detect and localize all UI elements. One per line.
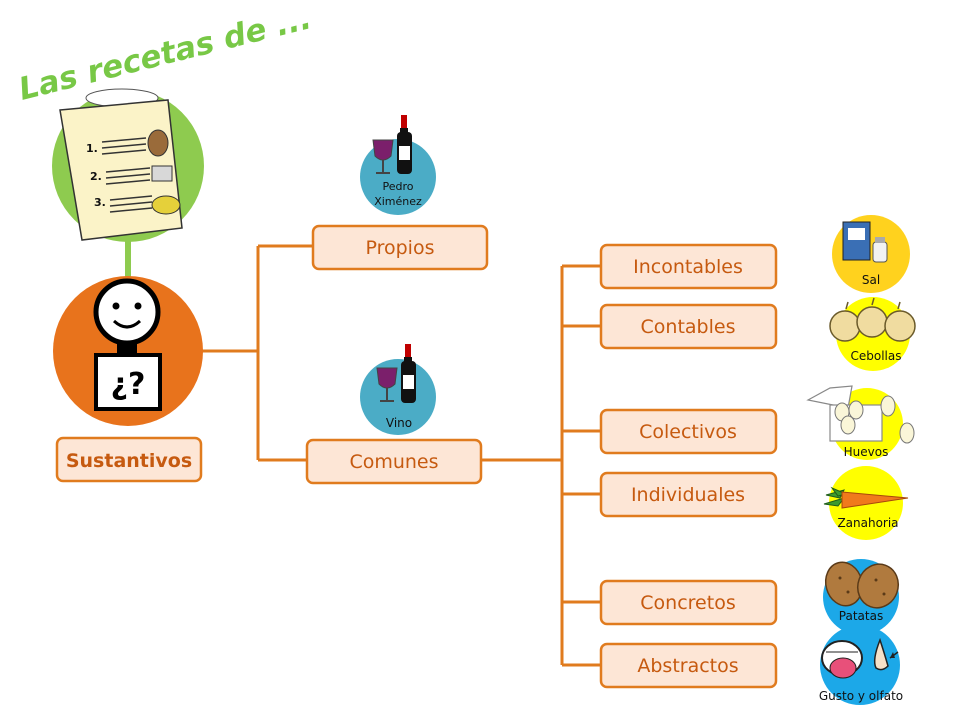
- node-comunes: Comunes: [305, 438, 483, 485]
- wine-bottle-icon: [397, 115, 412, 174]
- connectors: [125, 240, 601, 667]
- picto-pedro-ximenez: Pedro Ximénez: [360, 115, 436, 215]
- potato-icon: [824, 561, 899, 609]
- question-sign-text: ¿?: [111, 367, 146, 402]
- picto-cebollas: Cebollas: [829, 297, 916, 371]
- picto-sal: Sal: [832, 215, 910, 293]
- node-propios: Propios: [311, 224, 489, 271]
- node-label: Contables: [641, 316, 736, 338]
- step-number-3: 3.: [94, 196, 106, 209]
- node-label: Individuales: [631, 484, 745, 506]
- onion-icon: [829, 297, 916, 342]
- picto-label: Gusto y olfato: [819, 689, 903, 703]
- pot-icon: [151, 165, 173, 182]
- egg-icon: [834, 395, 915, 444]
- node-abstractos: Abstractos: [599, 642, 778, 689]
- recipe-lines: [101, 137, 153, 213]
- root-picture: ¿?: [53, 276, 203, 426]
- potato-icon: [147, 129, 169, 157]
- node-label: Colectivos: [639, 421, 737, 443]
- picto-label: Vino: [386, 416, 412, 430]
- carrot-icon: [841, 491, 909, 509]
- face-icon: [93, 278, 161, 346]
- node-label: Incontables: [633, 256, 743, 278]
- picto-label: Zanahoria: [837, 516, 898, 530]
- picto-huevos: Huevos: [806, 385, 915, 460]
- wine-glass-icon: [376, 367, 398, 402]
- picto-label-line-2: Ximénez: [374, 195, 422, 208]
- picto-label: Huevos: [844, 445, 889, 459]
- wine-bottle-icon: [401, 344, 416, 403]
- step-number-1: 1.: [86, 142, 98, 155]
- node-colectivos: Colectivos: [599, 408, 778, 455]
- node-concretos: Concretos: [599, 579, 778, 626]
- title: Las recetas de ...: [15, 0, 315, 107]
- mouth-tongue-icon: [821, 640, 863, 679]
- node-contables: Contables: [599, 303, 778, 350]
- step-number-2: 2.: [90, 170, 102, 183]
- node-label: Abstractos: [637, 655, 738, 677]
- picto-label-line-1: Pedro: [382, 180, 413, 193]
- recipe-picture: 1. 2. 3.: [52, 88, 204, 242]
- node-label: Concretos: [640, 592, 735, 614]
- wine-glass-icon: [372, 139, 394, 174]
- picto-label: Cebollas: [851, 349, 902, 363]
- dish-icon: [151, 195, 181, 215]
- picto-vino: Vino: [360, 344, 436, 435]
- question-sign-icon: [94, 353, 162, 411]
- node-label: Propios: [365, 237, 434, 259]
- node-sustantivos: Sustantivos: [55, 436, 203, 483]
- salt-box-icon: [842, 221, 871, 261]
- picto-label: Sal: [862, 273, 880, 287]
- picto-patatas: Patatas: [823, 559, 899, 635]
- picto-gusto-olfato: Gusto y olfato: [819, 625, 903, 705]
- node-label: Comunes: [349, 451, 438, 473]
- picto-zanahoria: Zanahoria: [823, 466, 909, 540]
- node-incontables: Incontables: [599, 243, 778, 290]
- nose-icon: [873, 637, 899, 671]
- picto-label: Patatas: [839, 609, 883, 623]
- node-label: Sustantivos: [66, 450, 192, 472]
- node-individuales: Individuales: [599, 471, 778, 518]
- salt-shaker-icon: [872, 241, 888, 263]
- title-text: Las recetas de ...: [15, 0, 315, 107]
